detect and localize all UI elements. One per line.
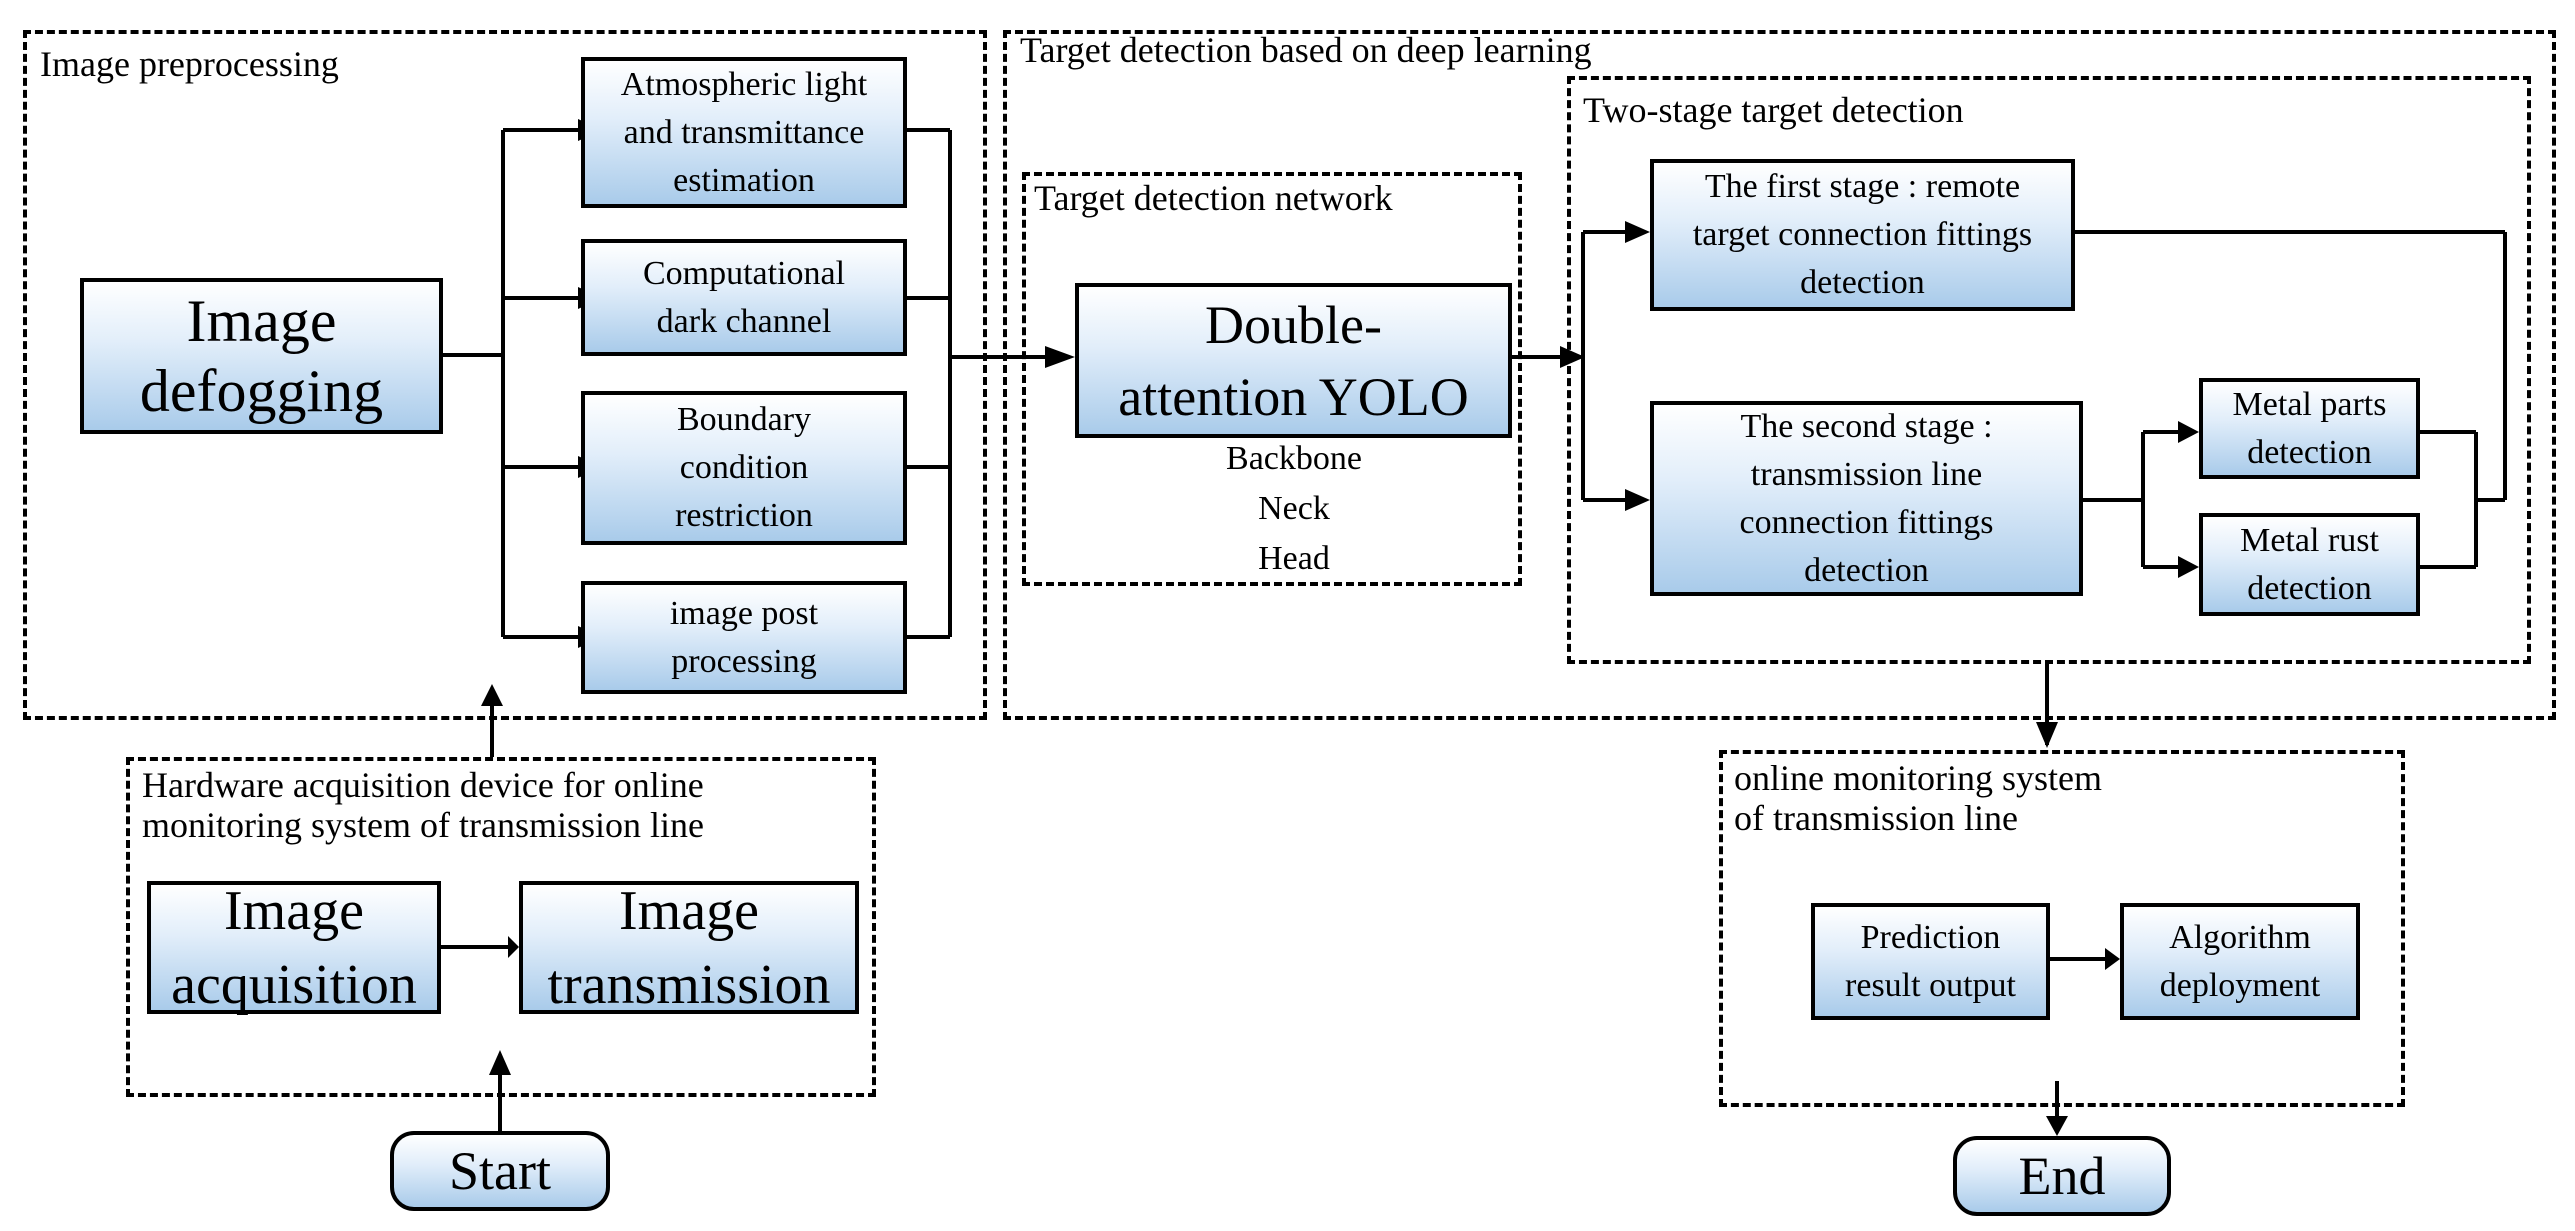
image-defogging-label: Image defogging [139, 288, 384, 424]
target-detection-network-region [1022, 172, 1522, 586]
arrowhead-preprocessing [481, 684, 503, 706]
deep-learning-region [1003, 30, 2556, 720]
arrowhead-yolo [1045, 346, 1075, 368]
arrowhead-end [2046, 1116, 2068, 1136]
second-stage-label: The second stage : transmission line con… [1739, 407, 1994, 589]
arrowhead-first-stage [1625, 221, 1650, 243]
image-preprocessing-title: Image preprocessing [40, 44, 339, 84]
start-label: Start [449, 1141, 551, 1201]
algorithm-deployment-box: Algorithm deployment [2120, 903, 2360, 1020]
end-terminal: End [1953, 1136, 2171, 1216]
arrowhead-algorithm [2105, 948, 2120, 970]
boundary-condition-box: Boundary condition restriction [581, 391, 907, 545]
double-attention-yolo-label: Double- attention YOLO [1118, 294, 1469, 427]
arrowhead-hardware [489, 1050, 511, 1075]
prediction-result-box: Prediction result output [1811, 903, 2050, 1020]
hardware-device-title: Hardware acquisition device for online m… [142, 765, 704, 845]
metal-parts-detection-box: Metal parts detection [2199, 378, 2420, 479]
double-attention-yolo-box: Double- attention YOLO [1075, 283, 1512, 438]
metal-rust-detection-box: Metal rust detection [2199, 513, 2420, 616]
image-preprocessing-region [23, 30, 987, 720]
yolo-part-neck: Neck [1258, 490, 1330, 527]
two-stage-detection-region [1567, 76, 2531, 664]
arrowhead-metal-parts [2178, 421, 2199, 443]
deep-learning-title: Target detection based on deep learning [1020, 30, 1592, 70]
metal-parts-detection-label: Metal parts detection [2232, 385, 2387, 471]
dark-channel-box: Computational dark channel [581, 239, 907, 356]
image-acquisition-label: Image acquisition [171, 879, 417, 1016]
arrowhead-yolo-out [1560, 346, 1585, 368]
arrowhead-second-stage [1625, 489, 1650, 511]
arrowhead-metal-rust [2178, 556, 2199, 578]
boundary-condition-label: Boundary condition restriction [675, 401, 813, 534]
online-monitoring-region [1719, 750, 2405, 1107]
prediction-result-label: Prediction result output [1845, 918, 2016, 1004]
arrowhead-transmission [508, 936, 519, 958]
yolo-part-backbone: Backbone [1226, 440, 1362, 477]
two-stage-detection-title: Two-stage target detection [1583, 90, 1964, 130]
dark-channel-label: Computational dark channel [642, 254, 846, 340]
yolo-part-head: Head [1258, 540, 1330, 577]
target-detection-network-title: Target detection network [1034, 178, 1393, 218]
start-terminal: Start [390, 1131, 610, 1211]
image-post-processing-label: image post processing [669, 594, 819, 680]
image-defogging-box: Image defogging [80, 278, 443, 434]
end-label: End [2018, 1146, 2106, 1206]
atmospheric-light-label: Atmospheric light and transmittance esti… [620, 65, 868, 199]
metal-rust-detection-label: Metal rust detection [2240, 521, 2379, 607]
algorithm-deployment-label: Algorithm deployment [2159, 918, 2321, 1004]
second-stage-box: The second stage : transmission line con… [1650, 401, 2083, 596]
first-stage-label: The first stage : remote target connecti… [1692, 168, 2033, 301]
arrowhead-online-monitoring [2036, 722, 2058, 748]
image-acquisition-box: Image acquisition [147, 880, 441, 1016]
yolo-parts-list: Backbone Neck Head [1090, 434, 1498, 584]
image-transmission-box: Image transmission [519, 880, 859, 1016]
atmospheric-light-box: Atmospheric light and transmittance esti… [581, 57, 907, 208]
image-transmission-label: Image transmission [547, 879, 831, 1016]
image-post-processing-box: image post processing [581, 581, 907, 694]
online-monitoring-title: online monitoring system of transmission… [1734, 758, 2102, 838]
first-stage-box: The first stage : remote target connecti… [1650, 159, 2075, 311]
